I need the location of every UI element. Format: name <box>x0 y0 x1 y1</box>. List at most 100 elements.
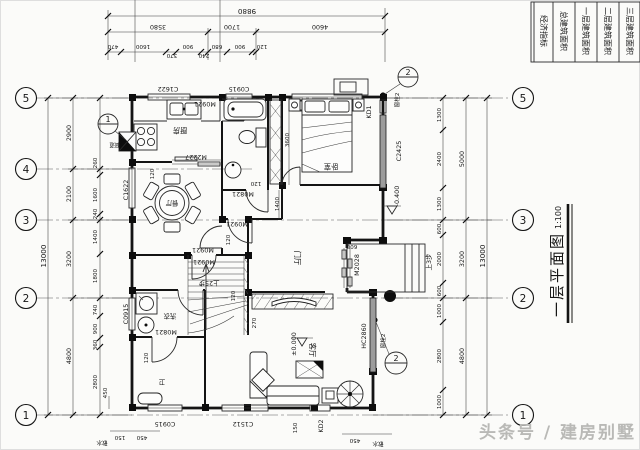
flue-shaft <box>118 131 137 152</box>
misc-annotations: 上25步 上3步 -0.400 ±0.000 3600 1400 120 120… <box>144 100 433 363</box>
dim-bot-150m: 150 <box>293 422 299 433</box>
axis-3-left: 3 <box>23 215 30 227</box>
label-m0921-stairs: M0921 <box>193 258 215 266</box>
room-dining: 餐厅 <box>165 199 178 208</box>
tv-set <box>271 297 317 307</box>
dim-bot-150l: 150 <box>114 434 125 440</box>
grid-bubble-labels: 5 4 3 2 1 5 3 2 1 <box>23 93 527 422</box>
bedroom-furniture <box>288 78 369 173</box>
staircase <box>187 255 249 335</box>
apron-label-left: 散水 <box>96 439 108 447</box>
dimension-lines <box>44 10 492 435</box>
room-foyer: 门厅 <box>293 251 302 265</box>
callout-2b-number: 2 <box>393 354 398 363</box>
potted-plant <box>336 380 364 408</box>
window-hc2860-band <box>369 297 377 373</box>
side-table <box>321 387 339 404</box>
dim-1400: 1400 <box>275 196 281 211</box>
dining-chairs <box>143 173 201 233</box>
level-entry-text: -0.400 <box>393 186 401 207</box>
kitchen-fixtures <box>118 99 221 152</box>
info-table: 经济指标 总建筑面积 一层建筑面积 二层建筑面积 三层建筑面积 <box>530 1 640 63</box>
opening-labels: C1622 C0915 M0921 M2227 C1622 M0821 M092… <box>122 85 403 433</box>
table-col-3: 二层建筑面积 <box>603 7 613 55</box>
table-col-4: 三层建筑面积 <box>625 7 635 55</box>
dim-left-260: 260 <box>93 157 99 168</box>
vent-kd1 <box>379 99 387 114</box>
dim-left-900: 900 <box>93 323 99 334</box>
dim-left-total: 13000 <box>39 244 48 267</box>
label-c1622-left: C1622 <box>122 180 130 201</box>
right-dimension-text: 13000 5000 3200 4800 1300 2400 1300 600 … <box>437 107 487 409</box>
table-col-0: 经济指标 <box>539 15 549 47</box>
top-dimension-text: 9880 3580 1700 4600 470 1600 370 900 240… <box>107 7 328 58</box>
dim-3600: 3600 <box>285 132 291 147</box>
dim-left-740: 740 <box>93 304 99 315</box>
dim-top-4600: 4600 <box>312 23 328 31</box>
dim-left-3200: 3200 <box>65 251 73 267</box>
sliding-door-m2227 <box>172 156 222 167</box>
dim-left-2100: 2100 <box>65 186 73 202</box>
label-kd2: KD2 <box>317 419 325 432</box>
dim-top-900a: 900 <box>182 43 193 49</box>
dim-right-2000: 2000 <box>437 251 443 266</box>
label-c0915-top: C0915 <box>229 85 250 93</box>
laundry-wc-fixtures <box>135 292 163 405</box>
dim-top-1600: 1600 <box>135 43 150 49</box>
room-labels: 厨房 餐厅 卧室 门厅 客厅 洗衣 卫 <box>158 126 338 386</box>
label-m2227: M2227 <box>185 153 207 161</box>
label-m0821-bath: M0821 <box>232 190 254 198</box>
dining-furniture <box>143 173 201 233</box>
doors <box>151 98 353 363</box>
bathroom-fixtures <box>223 98 267 179</box>
sofa-set <box>249 351 320 406</box>
nightstand-left <box>288 98 301 112</box>
room-laundry: 洗衣 <box>163 312 176 321</box>
dim-right-total: 13000 <box>478 244 487 267</box>
dim-right-1300a: 1300 <box>437 107 443 122</box>
dim-right-600b: 600 <box>437 285 443 296</box>
dining-table <box>154 185 190 221</box>
axis-3-right: 3 <box>520 215 527 227</box>
nightstand-right <box>352 98 365 112</box>
callout-1: 1 烟道 <box>97 113 127 149</box>
label-kd1: KD1 <box>365 105 373 118</box>
callout-2-number: 2 <box>405 68 410 77</box>
label-m0921-hall: M0921 <box>226 220 248 228</box>
axis-5-right: 5 <box>520 93 527 105</box>
dim-120-b: 120 <box>250 180 261 186</box>
dim-120-c: 120 <box>231 290 237 301</box>
window-c1622-top <box>147 93 191 101</box>
label-c1512: C1512 <box>233 420 254 428</box>
ac-platform <box>333 78 369 96</box>
toilet <box>238 127 267 148</box>
label-m2028: M2028 <box>353 254 361 276</box>
dim-right-3200: 3200 <box>458 251 466 267</box>
porch-up-label: 上3步 <box>424 254 433 271</box>
dim-left-240: 240 <box>93 208 99 219</box>
dim-left-1600: 1600 <box>93 187 99 202</box>
bed <box>301 98 353 173</box>
dim-top-1700: 1700 <box>224 23 240 31</box>
dim-right-2400: 2400 <box>437 151 443 166</box>
axis-2-right: 2 <box>520 293 527 305</box>
dim-top-240: 240 <box>198 52 209 58</box>
dim-270: 270 <box>252 317 258 328</box>
round-porch-column <box>384 290 396 302</box>
window-detail-label-bottom: 窗栓2 <box>379 334 387 349</box>
axis-1-left: 1 <box>23 410 30 422</box>
dim-left-450: 450 <box>103 387 109 398</box>
title-scale: 1:100 <box>554 206 563 229</box>
dim-top-total: 9880 <box>237 7 256 16</box>
dim-top-120: 120 <box>256 43 267 49</box>
axis-2-left: 2 <box>23 293 30 305</box>
dim-right-1300b: 1300 <box>437 196 443 211</box>
dim-left-360: 360 <box>93 339 99 350</box>
dimension-ticks <box>44 12 491 419</box>
wash-basin <box>224 161 242 179</box>
title-text: 一层平面图 <box>548 232 566 317</box>
bottom-dimension-text: 150 450 散水 450 散水 150 <box>96 422 384 448</box>
dim-120-d: 120 <box>144 352 150 363</box>
